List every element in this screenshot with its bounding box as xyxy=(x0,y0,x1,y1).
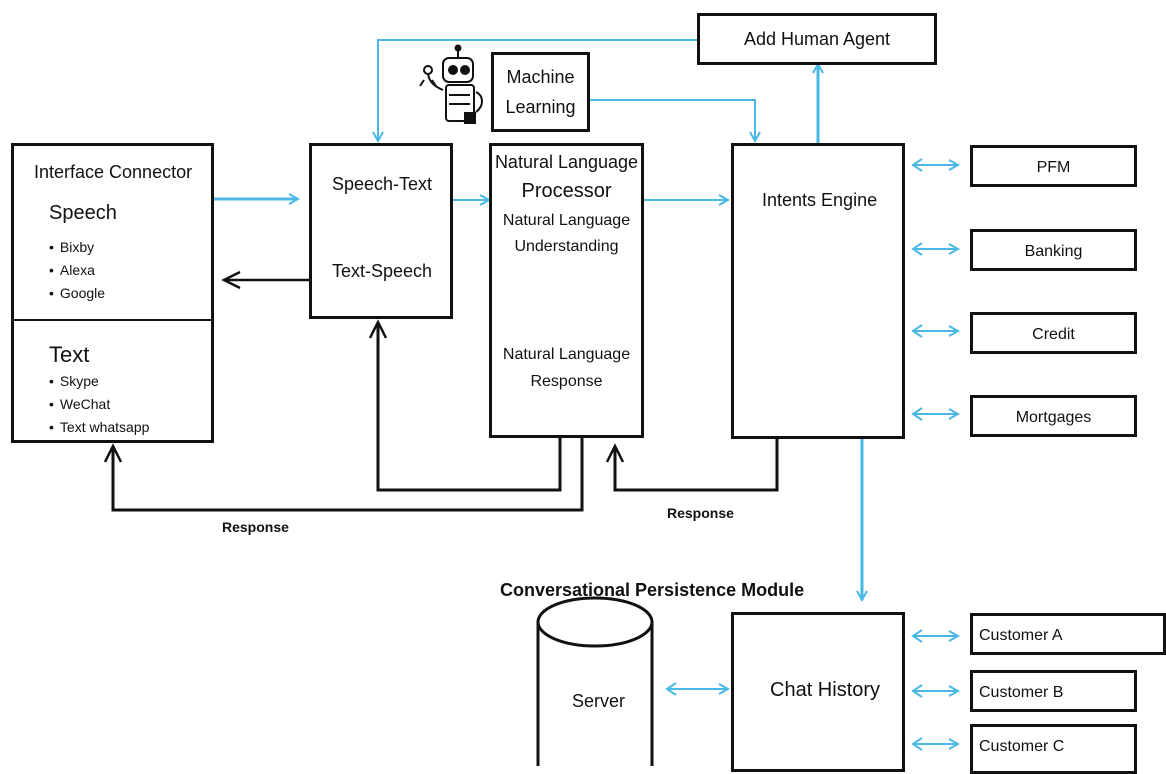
list-item: Skype xyxy=(49,370,149,393)
robot-icon xyxy=(419,44,483,124)
response-label-left: Response xyxy=(222,519,289,535)
speech-text-label: Speech-Text xyxy=(332,174,433,194)
service-label-pfm: PFM xyxy=(1036,159,1071,176)
arrowhead-left-mortgages xyxy=(911,407,923,421)
customer-box-c: Customer C xyxy=(970,724,1137,774)
nlr-line1: Natural Language xyxy=(502,346,631,363)
speech-heading: Speech xyxy=(49,202,117,224)
nlp-title-line2: Processor xyxy=(521,180,612,202)
machine-learning-box: Machine Learning xyxy=(491,52,590,132)
nlu-line1: Natural Language xyxy=(502,212,631,229)
arrowhead-left-customer-c xyxy=(911,737,923,751)
speech-text-box: Speech-Text Text-Speech xyxy=(309,143,453,319)
arrowhead-left-pfm xyxy=(911,158,923,172)
service-box-banking: Banking xyxy=(970,229,1137,271)
interface-connector-box: Interface Connector Speech Bixby Alexa G… xyxy=(11,143,214,443)
response-nlp-to-textspeech xyxy=(368,319,562,492)
arrow-ml-to-intents xyxy=(590,99,755,141)
list-item: Alexa xyxy=(49,259,105,282)
ml-line2: Learning xyxy=(505,97,576,117)
arrowhead-left-customer-a xyxy=(911,629,923,643)
response-lines xyxy=(103,319,779,512)
arrowhead-left-credit xyxy=(911,324,923,338)
arrow-agent-to-speech xyxy=(378,39,697,141)
customer-label-b: Customer B xyxy=(979,684,1064,701)
service-label-credit: Credit xyxy=(1032,326,1075,343)
arrowhead-left-banking xyxy=(911,242,923,256)
list-item: Google xyxy=(49,282,105,305)
interface-connector-title: Interface Connector xyxy=(34,162,193,182)
service-box-pfm: PFM xyxy=(970,145,1137,187)
server-cylinder xyxy=(536,596,654,766)
nlr-line2: Response xyxy=(530,373,603,390)
text-list: Skype WeChat Text whatsapp xyxy=(49,370,150,439)
arrowhead-left-server xyxy=(665,682,677,696)
server-label: Server xyxy=(572,691,626,711)
text-speech-label: Text-Speech xyxy=(332,261,433,281)
response-nlp-to-connector xyxy=(103,437,584,512)
text-heading: Text xyxy=(49,342,90,367)
service-arrows xyxy=(665,158,958,751)
list-item: WeChat xyxy=(49,393,149,416)
customer-label-c: Customer C xyxy=(979,738,1065,755)
list-item: Text whatsapp xyxy=(49,416,150,439)
arrowhead-left-customer-b xyxy=(911,684,923,698)
speech-list: Bixby Alexa Google xyxy=(49,236,105,305)
service-box-mortgages: Mortgages xyxy=(970,395,1137,437)
service-label-mortgages: Mortgages xyxy=(1015,409,1092,426)
add-human-agent-label: Add Human Agent xyxy=(743,29,891,49)
intents-engine-label: Intents Engine xyxy=(762,190,878,210)
list-item: Bixby xyxy=(49,236,105,259)
customer-label-a: Customer A xyxy=(979,627,1063,644)
add-human-agent-box: Add Human Agent xyxy=(697,13,937,65)
service-label-banking: Banking xyxy=(1024,243,1083,260)
response-label-right: Response xyxy=(667,505,734,521)
chat-history-label: Chat History xyxy=(770,679,881,701)
intents-engine-box: Intents Engine xyxy=(731,143,905,439)
persistence-title: Conversational Persistence Module xyxy=(500,580,805,600)
nlu-line2: Understanding xyxy=(514,238,619,255)
service-box-credit: Credit xyxy=(970,312,1137,354)
chat-history-box: Chat History xyxy=(731,612,905,772)
connector-divider xyxy=(14,319,211,321)
response-intents-to-nlp xyxy=(605,438,779,492)
customer-box-b: Customer B xyxy=(970,670,1137,712)
nlp-box: Natural Language Processor Natural Langu… xyxy=(489,143,644,438)
nlp-title-line1: Natural Language xyxy=(494,152,639,172)
customer-box-a: Customer A xyxy=(970,613,1166,655)
ml-line1: Machine xyxy=(506,67,575,87)
